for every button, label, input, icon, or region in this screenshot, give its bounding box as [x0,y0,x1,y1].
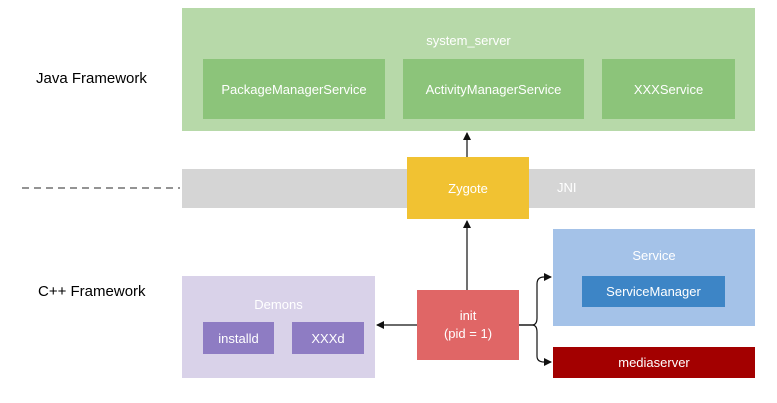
init-to-service-arrow [519,273,552,326]
activity-manager-service-box: ActivityManagerService [403,59,584,119]
system-server-title: system_server [426,32,511,48]
jni-label: JNI [557,180,577,195]
java-framework-label: Java Framework [36,70,147,87]
installd-box: installd [203,322,274,354]
demons-title: Demons [254,296,303,312]
init-pid-label: (pid = 1) [443,326,493,341]
system-server-container: system_server PackageManagerService Acti… [182,8,755,131]
init-to-mediaserver-arrow [519,324,552,366]
service-container: Service ServiceManager [553,229,755,326]
xxxd-box: XXXd [292,322,364,354]
package-manager-service-box: PackageManagerService [203,59,385,119]
init-label: init [459,308,477,323]
init-box: init (pid = 1) [417,290,519,360]
zygote-box: Zygote [407,157,529,219]
service-manager-box: ServiceManager [582,276,725,307]
cpp-framework-label: C++ Framework [38,283,146,300]
mediaserver-box: mediaserver [553,347,755,378]
xxx-service-box: XXXService [602,59,735,119]
demons-container: Demons installd XXXd [182,276,375,378]
service-title: Service [632,247,676,263]
